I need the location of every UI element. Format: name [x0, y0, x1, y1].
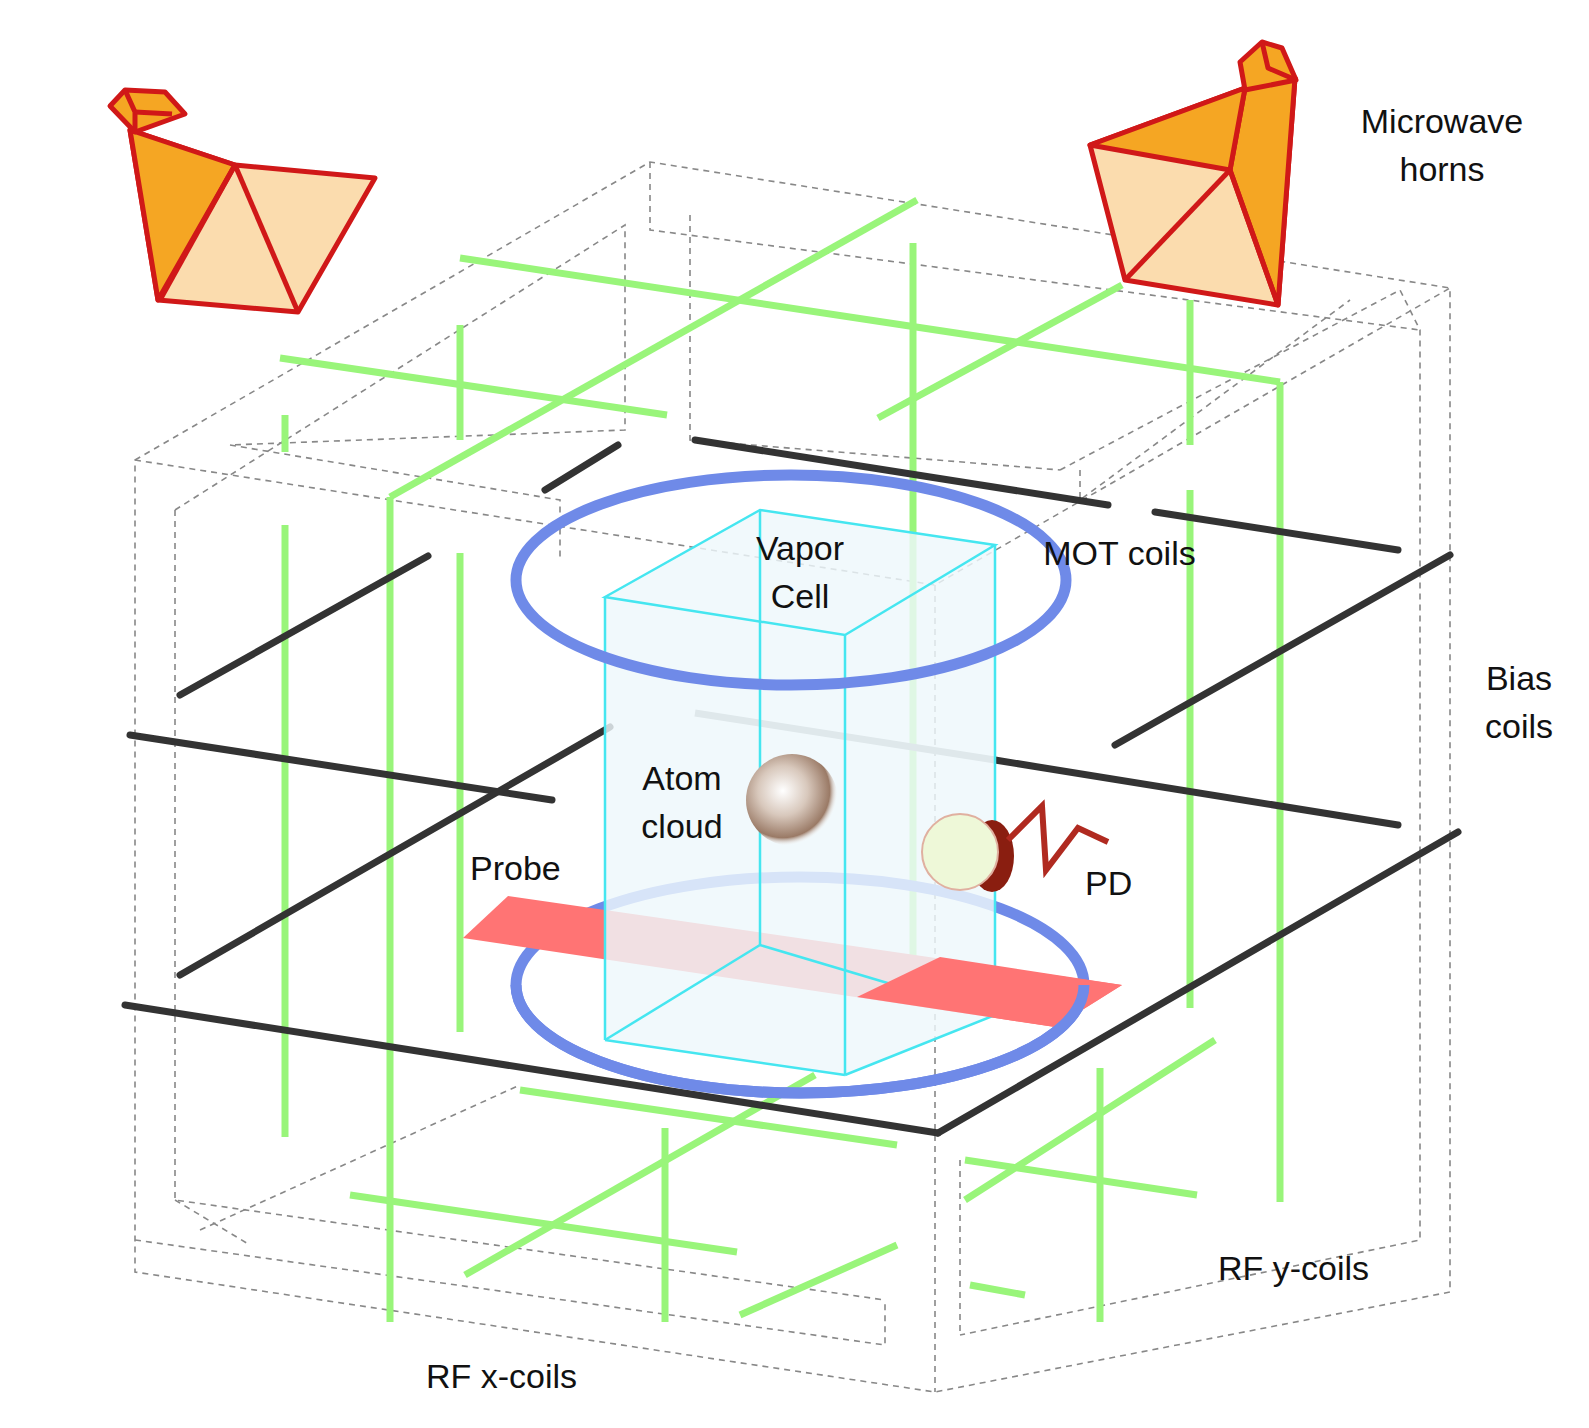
coil-label: Bias coils — [1455, 655, 1583, 750]
vapor-cell-part-part — [844, 635, 847, 1075]
microwave-horn-left-part — [235, 165, 298, 312]
bias-coils-part — [1115, 555, 1450, 745]
coil-frames-part — [1080, 300, 1350, 500]
rf-coils-part — [282, 415, 289, 452]
microwave-horn-left-part — [160, 165, 235, 300]
microwave-horn-left-part — [130, 130, 235, 300]
rf-coils-part — [457, 325, 464, 440]
microwave-horn-right-part — [1125, 170, 1230, 280]
rf-coils-part — [350, 1195, 737, 1252]
microwave-horn-left-part — [130, 130, 375, 312]
cell-label: Vapor Cell — [725, 525, 875, 620]
microwave-horn-right-part — [1240, 42, 1296, 90]
photodiode — [922, 806, 1108, 892]
microwave-horn-left-part — [125, 90, 135, 132]
coil-frames-part — [959, 1160, 961, 1335]
microwave-horn-left-part — [135, 112, 172, 114]
rf-coils-part — [662, 1128, 669, 1322]
mot-coil-front-lower — [516, 985, 1084, 1093]
microwave-horn-right-part — [1090, 78, 1295, 305]
photodiode-part — [1008, 806, 1108, 870]
coil-label: RF y-coils — [1218, 1245, 1369, 1293]
bias-coils — [125, 440, 1458, 1133]
probe-label: Probe — [470, 845, 561, 893]
coil-frames-part — [960, 290, 1420, 1335]
microwave-horn-right-part — [1090, 88, 1245, 170]
atom-cloud — [746, 754, 838, 846]
coil-frames-part — [200, 1085, 520, 1230]
cloud-label: Atom cloud — [612, 755, 752, 850]
microwave-horn-right-part — [1230, 170, 1278, 305]
coil-frames-part — [135, 162, 1450, 1392]
coil-frames-part — [135, 1240, 885, 1345]
bias-coils-part — [995, 760, 1398, 825]
coil-frames-part — [230, 445, 560, 560]
microwave-horn-right-part — [1262, 42, 1296, 80]
vapor-cell-part-part — [605, 945, 760, 1040]
vapor-cell-part-part — [994, 545, 997, 1015]
rf-coils-part — [457, 553, 464, 1032]
detector-label: PD — [1085, 860, 1132, 908]
rf-coils-part — [740, 1245, 897, 1315]
vapor-cell-part-part — [605, 510, 995, 635]
coil-label: MOT coils — [1032, 530, 1207, 578]
microwave-horn-right — [1090, 42, 1296, 305]
horn-label: Microwave horns — [1322, 98, 1562, 193]
coil-frames — [135, 162, 1450, 1392]
rf-coils-part — [1187, 300, 1194, 445]
vapor-cell-part-part — [759, 510, 762, 945]
rf-coils — [280, 200, 1280, 1322]
bias-coils-part — [545, 445, 618, 490]
rf-coils-part — [280, 358, 667, 415]
rf-coils-part — [1097, 1068, 1104, 1322]
rf-coils-part — [1277, 382, 1284, 1202]
rf-coils-part — [282, 525, 289, 1137]
bias-coils-part — [180, 556, 428, 695]
rf-coils-part — [390, 200, 917, 497]
bias-coils-part — [130, 735, 552, 800]
microwave-horn-left — [110, 90, 375, 312]
coil-frames-part — [175, 1200, 250, 1245]
rf-coils-part — [970, 1285, 1025, 1295]
microwave-horn-left-part — [110, 90, 185, 132]
coil-label: RF x-coils — [426, 1353, 577, 1401]
photodiode-part — [922, 814, 998, 890]
